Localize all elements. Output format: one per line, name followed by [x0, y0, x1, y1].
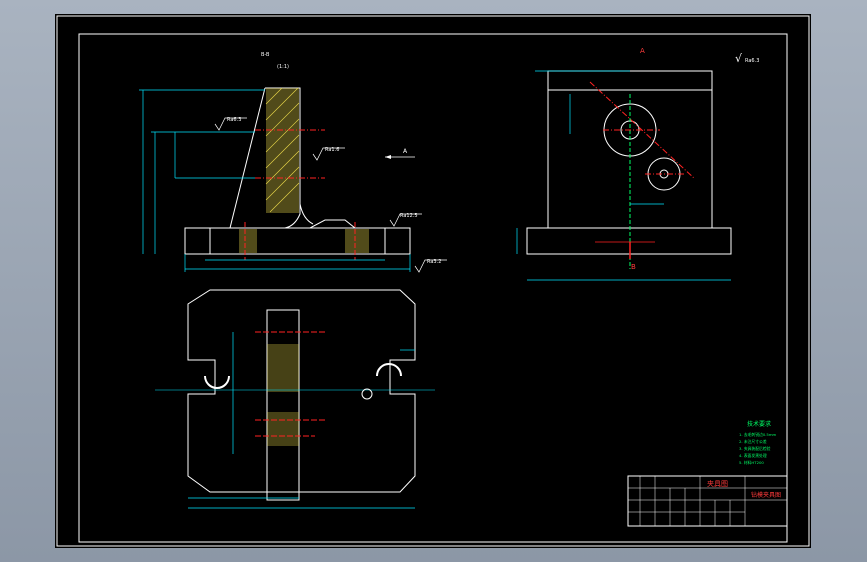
tech-note-line: 3. 夹具装配后检验: [739, 446, 771, 451]
roughness-mark: Ra3.2: [427, 259, 441, 265]
side-view: A B √ Ra6.3: [516, 47, 759, 281]
roughness-general: Ra6.3: [745, 58, 759, 64]
roughness-mark: Ra12.5: [400, 213, 418, 219]
view-label-a: A: [640, 47, 645, 55]
tech-note-line: 5. 材料HT200: [739, 460, 764, 465]
outer-frame: [56, 15, 810, 547]
roughness-mark: Ra6.3: [227, 117, 241, 123]
title-block: 夹具图 钻模夹具图: [627, 475, 788, 527]
tech-notes: 技术要求 1. 去毛刺锐边0.5mm 2. 未注尺寸公差 3. 夹具装配后检验 …: [739, 420, 777, 465]
front-section-view: Ra6.3 Ra1.6 Ra12.5 Ra3.2 B-B (1:1) A: [139, 52, 447, 273]
tech-notes-heading: 技术要求: [747, 420, 771, 428]
roughness-symbol: √: [735, 52, 743, 65]
drawing-sheet: Ra6.3 Ra1.6 Ra12.5 Ra3.2 B-B (1:1) A: [55, 14, 811, 548]
view-arrow-label: A: [403, 148, 408, 155]
tech-note-line: 2. 未注尺寸公差: [739, 439, 767, 444]
cad-drawing: Ra6.3 Ra1.6 Ra12.5 Ra3.2 B-B (1:1) A: [56, 15, 810, 547]
section-label: B-B: [261, 52, 270, 58]
title-block-title: 夹具图: [707, 479, 728, 488]
roughness-mark: Ra1.6: [325, 147, 339, 153]
top-view: [155, 289, 435, 509]
tech-note-line: 1. 去毛刺锐边0.5mm: [739, 432, 777, 437]
section-scale-label: (1:1): [277, 64, 289, 70]
title-block-drawing-name: 钻模夹具图: [751, 491, 781, 499]
tech-note-line: 4. 表面发黑处理: [739, 453, 767, 458]
inner-frame: [78, 33, 788, 543]
view-label-b: B: [631, 263, 636, 271]
